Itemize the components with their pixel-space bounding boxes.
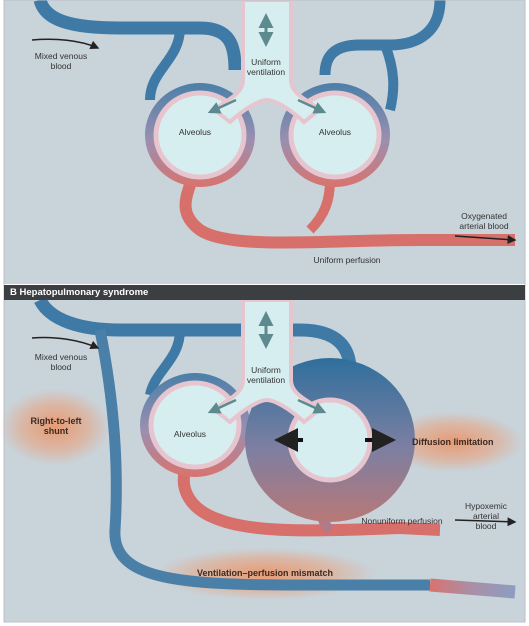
shunt-line-1: Right-to-left xyxy=(30,416,82,426)
panel-a-mixed-venous-line-1: Mixed venous xyxy=(34,51,88,61)
panel-b-ventilation-line-1: Uniform xyxy=(251,365,281,375)
panel-a-oxygenated-label: Oxygenated arterial blood xyxy=(446,211,522,232)
panel-a-alveolus-left-label: Alveolus xyxy=(178,127,212,137)
diffusion-limitation-label: Diffusion limitation xyxy=(412,437,494,447)
panel-b-shunt-vessel xyxy=(94,328,430,591)
panel-a-venous-branch-left xyxy=(145,27,185,101)
panel-b-alveolus-left xyxy=(140,373,250,477)
panel-b-header: B Hepatopulmonary syndrome xyxy=(10,287,149,298)
panel-a-mixed-venous-label: Mixed venous blood xyxy=(26,51,96,72)
panel-a-ventilation-line-2: ventilation xyxy=(246,66,286,77)
panel-b-ventilation-arrow-right xyxy=(297,398,327,414)
panel-b-header-bar: B Hepatopulmonary syndrome xyxy=(4,285,525,300)
panel-a-arterial-vessel xyxy=(179,183,515,249)
panel-a-oxygenated-line-2: arterial blood xyxy=(459,220,509,231)
panel-b-ventilation-arrow-left xyxy=(207,398,237,414)
panel-b-venous-branch-left xyxy=(145,329,185,397)
panel-a-venous-flow-arrow xyxy=(31,38,100,50)
panel-b-alveolus-left-label: Alveolus xyxy=(173,429,207,439)
shunt-label: Right-to-left shunt xyxy=(16,416,96,437)
panel-a-arterial-flow-arrow xyxy=(454,235,517,244)
shunt-line-2: shunt xyxy=(43,426,69,437)
panel-a-airway xyxy=(212,0,322,125)
panel-b-airway xyxy=(212,298,322,425)
panel-a-mixed-venous-line-2: blood xyxy=(50,60,72,71)
diffusion-glow xyxy=(383,412,523,472)
panel-b-mixed-venous-line-1: Mixed venous xyxy=(34,352,88,362)
panel-a-venous-vessel-left xyxy=(33,0,242,71)
shunt-glow xyxy=(0,389,110,465)
panel-a-ventilation-line-1: Uniform xyxy=(251,57,281,67)
mismatch-label: Ventilation–perfusion mismatch xyxy=(196,568,334,578)
panel-b-mixed-venous-line-2: blood xyxy=(50,361,72,372)
panel-b-venous-vessel xyxy=(34,296,357,371)
hypoxemic-line-1: Hypoxemic xyxy=(464,501,508,511)
panel-b-arterial-vessel xyxy=(177,468,441,537)
panel-a-ventilation-arrow-left xyxy=(207,98,237,114)
panel-b-venous-flow-arrow xyxy=(31,336,100,350)
figure-frame xyxy=(3,0,526,623)
hypoxemic-label: Hypoxemic arterial blood xyxy=(456,501,516,531)
panel-a-alveolus-right-label: Alveolus xyxy=(318,127,352,137)
panel-b-mixed-venous-label: Mixed venous blood xyxy=(26,352,96,373)
panel-a-ventilation-arrow-right xyxy=(297,98,327,114)
panel-b-ventilation-line-2: ventilation xyxy=(246,374,286,385)
nonuniform-perfusion-label: Nonuniform perfusion xyxy=(361,516,443,526)
hypoxemic-line-3: blood xyxy=(475,520,497,531)
panel-a-ventilation-label: Uniform ventilation xyxy=(236,57,296,78)
hypoxemic-vessel xyxy=(429,578,516,599)
panel-a-oxygenated-line-1: Oxygenated xyxy=(461,211,507,221)
panel-b-arterial-flow-arrow xyxy=(454,517,517,527)
panel-a-alveolus-right xyxy=(280,83,390,187)
hypoxemic-line-2: arterial xyxy=(473,510,499,521)
panel-a-venous-branch-right xyxy=(380,43,399,112)
panel-a-perfusion-label: Uniform perfusion xyxy=(313,255,381,265)
panel-b-ventilation-label: Uniform ventilation xyxy=(236,365,296,386)
